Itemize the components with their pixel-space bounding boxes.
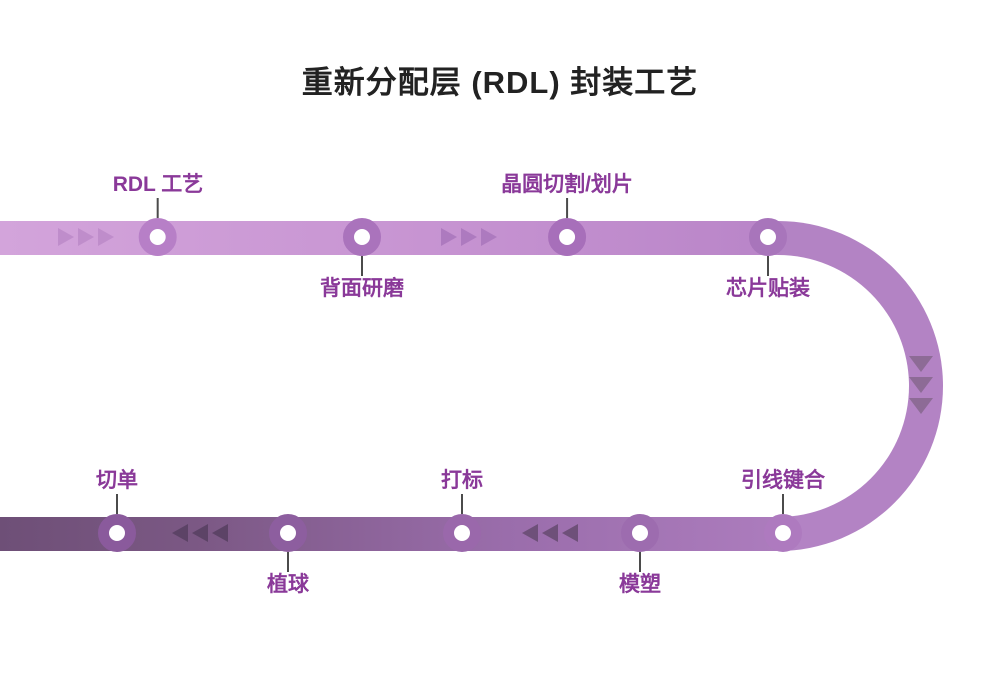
station-die-attach: 芯片贴装 [726, 218, 810, 302]
arrow-left-icon [192, 524, 208, 542]
station-marking: 打标 [441, 468, 483, 552]
flow-track-top [0, 221, 778, 255]
station-node-icon [269, 514, 307, 552]
arrow-right-icon [461, 228, 477, 246]
station-node-icon [621, 514, 659, 552]
station-label: 打标 [441, 469, 483, 492]
flow-arrows-left-icon [172, 524, 228, 542]
connector-line [767, 256, 769, 276]
connector-line [116, 494, 118, 514]
station-node-icon [764, 514, 802, 552]
station-back-grinding: 背面研磨 [320, 218, 404, 302]
station-label: 晶圆切割/划片 [501, 173, 633, 196]
connector-line [287, 552, 289, 572]
arrow-left-icon [542, 524, 558, 542]
station-wire-bonding: 引线键合 [741, 468, 825, 552]
arrow-down-icon [909, 356, 933, 372]
arrow-down-icon [909, 377, 933, 393]
station-label: 模塑 [619, 573, 661, 596]
station-node-icon [98, 514, 136, 552]
connector-line [157, 198, 159, 218]
arrow-left-icon [172, 524, 188, 542]
station-node-icon [443, 514, 481, 552]
connector-line [361, 256, 363, 276]
arrow-right-icon [58, 228, 74, 246]
station-wafer-dicing: 晶圆切割/划片 [501, 172, 633, 256]
flow-arrows-right-icon [58, 228, 114, 246]
connector-line [461, 494, 463, 514]
arrow-right-icon [78, 228, 94, 246]
station-label: 背面研磨 [320, 277, 404, 300]
station-ball-mount: 植球 [267, 514, 309, 598]
arrow-left-icon [522, 524, 538, 542]
arrow-left-icon [212, 524, 228, 542]
arrow-down-icon [909, 398, 933, 414]
connector-line [782, 494, 784, 514]
station-rdl-process: RDL 工艺 [112, 172, 204, 256]
arrow-right-icon [481, 228, 497, 246]
station-singulation: 切单 [96, 468, 138, 552]
arrow-left-icon [562, 524, 578, 542]
flow-arrows-down-icon [909, 356, 933, 414]
station-node-icon [548, 218, 586, 256]
flow-arrows-right-icon [441, 228, 497, 246]
diagram-title: 重新分配层 (RDL) 封装工艺 [301, 65, 699, 100]
station-label: 切单 [96, 469, 138, 492]
station-label: 植球 [267, 573, 309, 596]
station-node-icon [139, 218, 177, 256]
connector-line [566, 198, 568, 218]
arrow-right-icon [441, 228, 457, 246]
flow-arrows-left-icon [522, 524, 578, 542]
station-molding: 模塑 [619, 514, 661, 598]
station-label: 芯片贴装 [726, 277, 810, 300]
arrow-right-icon [98, 228, 114, 246]
station-label: 引线键合 [741, 469, 825, 492]
station-label: RDL 工艺 [112, 173, 204, 196]
connector-line [639, 552, 641, 572]
station-node-icon [343, 218, 381, 256]
station-node-icon [749, 218, 787, 256]
